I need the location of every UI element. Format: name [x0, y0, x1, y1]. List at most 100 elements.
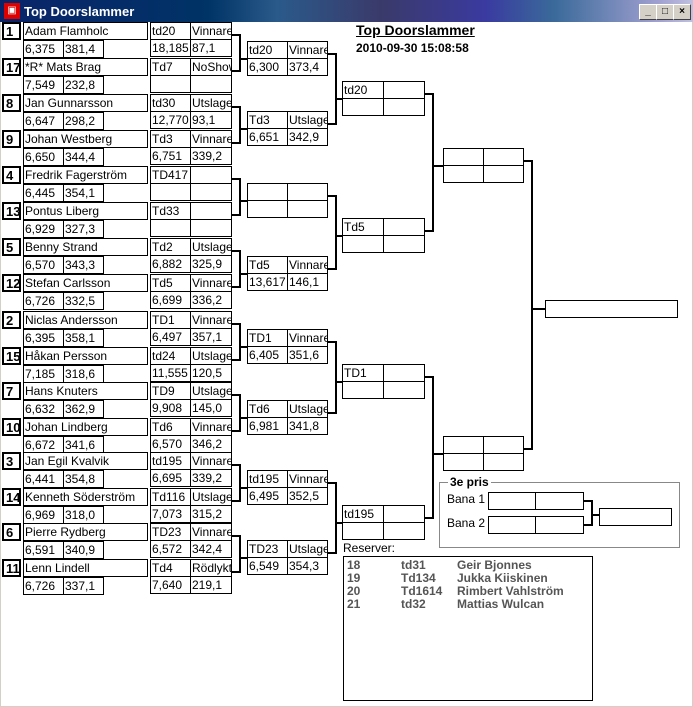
speed-field[interactable]: 87,1	[190, 39, 232, 57]
lane1-id-field[interactable]	[488, 492, 536, 510]
speed-field[interactable]: 93,1	[190, 111, 232, 129]
driver-name-field[interactable]: *R* Mats Brag	[23, 58, 148, 76]
qual-speed-field[interactable]: 298,2	[63, 112, 104, 130]
speed-field[interactable]: 352,5	[287, 487, 328, 505]
speed-field[interactable]	[483, 165, 524, 183]
qual-time-field[interactable]: 6,726	[23, 577, 64, 595]
speed-field[interactable]	[190, 219, 232, 237]
qual-time-field[interactable]: 6,650	[23, 148, 64, 166]
status-field[interactable]: Vinnare	[190, 130, 232, 148]
status-field[interactable]: Utslagen	[190, 488, 232, 506]
car-id-field[interactable]	[443, 148, 484, 166]
status-field[interactable]: Vinnare	[190, 311, 232, 329]
status-field[interactable]	[287, 183, 328, 201]
time-field[interactable]	[150, 219, 191, 237]
time-field[interactable]: 6,497	[150, 328, 191, 346]
qual-speed-field[interactable]: 354,1	[63, 184, 104, 202]
status-field[interactable]: NoShow	[190, 58, 232, 76]
car-id-field[interactable]: td195	[342, 505, 384, 523]
status-field[interactable]	[383, 364, 425, 382]
speed-field[interactable]	[287, 200, 328, 218]
driver-name-field[interactable]: Kenneth Söderström	[23, 488, 148, 506]
speed-field[interactable]	[383, 522, 425, 540]
status-field[interactable]: Vinnare	[287, 256, 328, 274]
car-id-field[interactable]: td20	[342, 81, 384, 99]
car-id-field[interactable]: Td33	[150, 202, 191, 220]
car-id-field[interactable]: td30	[150, 94, 191, 112]
time-field[interactable]	[150, 183, 191, 201]
car-id-field[interactable]: Td116	[150, 488, 191, 506]
status-field[interactable]: Vinnare	[190, 22, 232, 40]
car-id-field[interactable]: Td6	[150, 418, 191, 436]
qual-time-field[interactable]: 6,632	[23, 400, 64, 418]
qual-time-field[interactable]: 6,445	[23, 184, 64, 202]
qual-speed-field[interactable]: 337,1	[63, 577, 104, 595]
status-field[interactable]	[483, 436, 524, 454]
speed-field[interactable]	[190, 183, 232, 201]
time-field[interactable]: 13,617	[247, 273, 288, 291]
status-field[interactable]	[483, 148, 524, 166]
qual-speed-field[interactable]: 354,8	[63, 470, 104, 488]
time-field[interactable]	[342, 381, 384, 399]
time-field[interactable]: 6,570	[150, 435, 191, 453]
speed-field[interactable]	[383, 381, 425, 399]
status-field[interactable]: Utslagen	[287, 540, 328, 558]
status-field[interactable]: Utslagen	[287, 111, 328, 129]
time-field[interactable]: 6,300	[247, 58, 288, 76]
qual-time-field[interactable]: 7,549	[23, 76, 64, 94]
qual-time-field[interactable]: 6,375	[23, 40, 64, 58]
status-field[interactable]	[190, 166, 232, 184]
time-field[interactable]: 6,405	[247, 346, 288, 364]
qual-time-field[interactable]: 6,591	[23, 541, 64, 559]
speed-field[interactable]	[190, 75, 232, 93]
driver-name-field[interactable]: Jan Egil Kvalvik	[23, 452, 148, 470]
speed-field[interactable]: 219,1	[190, 576, 232, 594]
qual-speed-field[interactable]: 343,3	[63, 256, 104, 274]
speed-field[interactable]: 354,3	[287, 557, 328, 575]
car-id-field[interactable]: TD23	[247, 540, 288, 558]
driver-name-field[interactable]: Pontus Liberg	[23, 202, 148, 220]
car-id-field[interactable]: td20	[150, 22, 191, 40]
qual-speed-field[interactable]: 344,4	[63, 148, 104, 166]
time-field[interactable]	[443, 453, 484, 471]
time-field[interactable]	[443, 165, 484, 183]
speed-field[interactable]: 336,2	[190, 291, 232, 309]
status-field[interactable]: Rödlyktan	[190, 559, 232, 577]
qual-time-field[interactable]: 7,185	[23, 365, 64, 383]
status-field[interactable]: Vinnare	[287, 329, 328, 347]
driver-name-field[interactable]: Håkan Persson	[23, 347, 148, 365]
car-id-field[interactable]	[443, 436, 484, 454]
driver-name-field[interactable]: Niclas Andersson	[23, 311, 148, 329]
speed-field[interactable]: 146,1	[287, 273, 328, 291]
driver-name-field[interactable]: Hans Knuters	[23, 382, 148, 400]
speed-field[interactable]: 357,1	[190, 328, 232, 346]
qual-time-field[interactable]: 6,929	[23, 220, 64, 238]
speed-field[interactable]: 341,8	[287, 417, 328, 435]
driver-name-field[interactable]: Lenn Lindell	[23, 559, 148, 577]
car-id-field[interactable]: TD23	[150, 523, 191, 541]
status-field[interactable]	[383, 81, 425, 99]
speed-field[interactable]: 315,2	[190, 505, 232, 523]
status-field[interactable]: Vinnare	[287, 41, 328, 59]
car-id-field[interactable]: td20	[247, 41, 288, 59]
qual-speed-field[interactable]: 381,4	[63, 40, 104, 58]
driver-name-field[interactable]: Jan Gunnarsson	[23, 94, 148, 112]
qual-time-field[interactable]: 6,647	[23, 112, 64, 130]
lane1-status-field[interactable]	[535, 492, 584, 510]
speed-field[interactable]: 325,9	[190, 255, 232, 273]
lane2-id-field[interactable]	[488, 516, 536, 534]
qual-time-field[interactable]: 6,969	[23, 506, 64, 524]
status-field[interactable]: Vinnare	[190, 274, 232, 292]
speed-field[interactable]	[483, 453, 524, 471]
qual-time-field[interactable]: 6,395	[23, 329, 64, 347]
status-field[interactable]: Utslagen	[190, 94, 232, 112]
time-field[interactable]: 6,572	[150, 540, 191, 558]
car-id-field[interactable]: TD1	[342, 364, 384, 382]
time-field[interactable]	[247, 200, 288, 218]
time-field[interactable]: 6,882	[150, 255, 191, 273]
qual-time-field[interactable]: 6,570	[23, 256, 64, 274]
time-field[interactable]: 11,555	[150, 364, 191, 382]
car-id-field[interactable]: Td4	[150, 559, 191, 577]
final-winner-field[interactable]	[545, 300, 678, 318]
car-id-field[interactable]: Td2	[150, 238, 191, 256]
